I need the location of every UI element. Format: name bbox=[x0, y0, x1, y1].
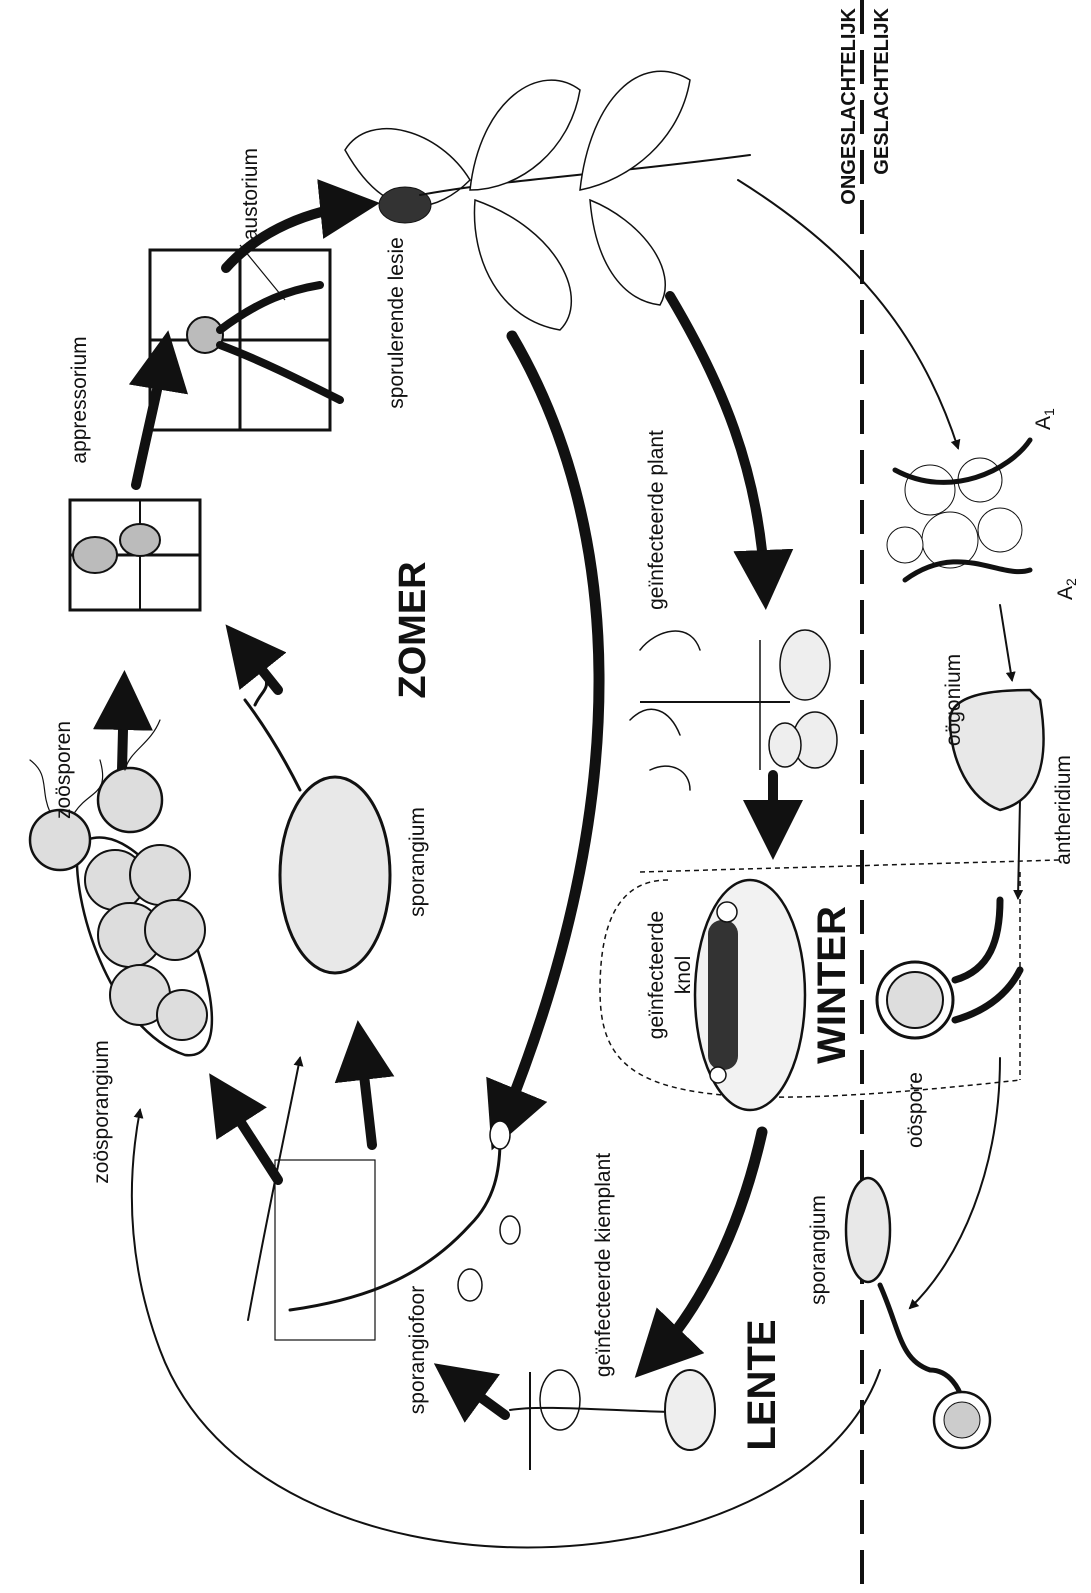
infected-tuber-illustration bbox=[695, 880, 805, 1110]
label-geslachtelijk: GESLACHTELIJK bbox=[871, 7, 893, 174]
label-ongeslachtelijk: ONGESLACHTELIJK bbox=[838, 7, 860, 204]
infected-seedling-illustration bbox=[510, 1370, 715, 1470]
season-zomer: ZOMER bbox=[392, 561, 434, 698]
label-sporangium-bottom: sporangium bbox=[807, 1195, 830, 1305]
sporangium-top-illustration bbox=[245, 675, 390, 973]
sporangiophore-illustration bbox=[275, 1121, 520, 1340]
season-lente: LENTE bbox=[740, 1319, 784, 1450]
label-antheridium: antheridium bbox=[1052, 755, 1075, 865]
arrow-sporangiophore-to-sporangium bbox=[360, 1040, 372, 1145]
haustorium-illustration bbox=[150, 245, 340, 430]
label-geinfecteerde-plant: geïnfecteerde plant bbox=[645, 430, 668, 610]
arrow-zoospores-to-appressorium bbox=[122, 690, 124, 770]
season-winter: WINTER bbox=[810, 906, 854, 1064]
label-zoosporen: zoösporen bbox=[52, 721, 75, 819]
arrow-lesion-to-sporangiophore bbox=[500, 336, 599, 1130]
label-sporangium-top: sporangium bbox=[406, 807, 429, 917]
label-a1: A1 bbox=[1032, 408, 1057, 430]
winter-boundary-line bbox=[640, 860, 1060, 872]
label-sporulerende-lesie: sporulerende lesie bbox=[385, 237, 408, 409]
arrow-lesion-to-plant bbox=[670, 296, 765, 590]
appressorium-illustration bbox=[70, 500, 200, 610]
label-a2: A2 bbox=[1054, 578, 1079, 600]
label-geinfecteerde-knol-1: geïnfecteerde bbox=[645, 911, 668, 1039]
infected-plant-illustration bbox=[630, 630, 837, 790]
label-zoosporangium: zoösporangium bbox=[90, 1040, 113, 1184]
label-sporangiofoor: sporangiofoor bbox=[406, 1286, 429, 1414]
zoosporangium-illustration bbox=[77, 838, 212, 1056]
label-geinfecteerde-knol-2: knol bbox=[672, 956, 695, 995]
oospore-illustration bbox=[877, 900, 1020, 1038]
label-appressorium: appressorium bbox=[68, 336, 91, 463]
arrow-mating-to-oogonium bbox=[1000, 605, 1012, 680]
label-oospore: oöspore bbox=[904, 1072, 927, 1148]
arrow-seedling-to-sporangiophore bbox=[450, 1375, 505, 1415]
arrow-outer-to-sporangium bbox=[248, 1058, 300, 1320]
label-geinfecteerde-kiemplant: geïnfecteerde kiemplant bbox=[592, 1153, 615, 1377]
label-oogonium: oögonium bbox=[942, 654, 965, 746]
arrow-lesion-to-mating bbox=[738, 180, 958, 448]
arrow-sporangium-to-appressorium bbox=[238, 640, 278, 690]
label-haustorium: haustorium bbox=[239, 148, 262, 252]
mating-hyphae-illustration bbox=[887, 440, 1030, 580]
arrow-sporangiophore-to-zoosporangium bbox=[220, 1090, 278, 1180]
